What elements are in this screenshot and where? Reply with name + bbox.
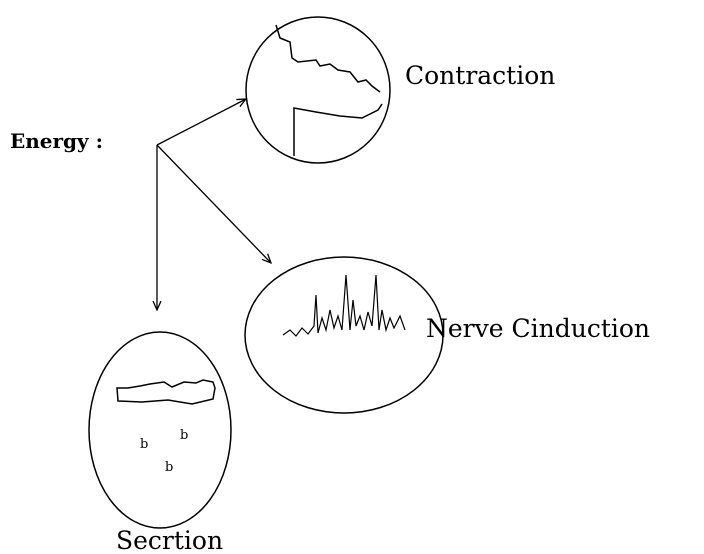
- secretion-granule: b: [165, 460, 173, 475]
- contraction-trace-lower: [293, 103, 383, 156]
- secretion-circle: [88, 331, 232, 529]
- secretion-label: Secrtion: [116, 526, 223, 554]
- contraction-trace-upper: [275, 24, 381, 93]
- arrow-to-nerve: [156, 144, 271, 263]
- arrow-to-contraction: [156, 99, 246, 146]
- contraction-circle: [245, 16, 391, 164]
- nerve-label: Nerve Cinduction: [426, 314, 650, 343]
- secretion-vesicle-outline: [116, 379, 216, 405]
- nerve-node: [244, 256, 444, 414]
- nerve-circle: [244, 256, 444, 414]
- arrows: [157, 99, 271, 310]
- contraction-label: Contraction: [405, 61, 555, 90]
- secretion-granule: b: [180, 428, 188, 443]
- secretion-granule: b: [140, 437, 148, 452]
- contraction-node: [245, 16, 391, 164]
- nerve-spike-trace: [282, 274, 406, 337]
- energy-label: Energy :: [10, 129, 103, 153]
- secretion-node: b b b: [88, 331, 232, 529]
